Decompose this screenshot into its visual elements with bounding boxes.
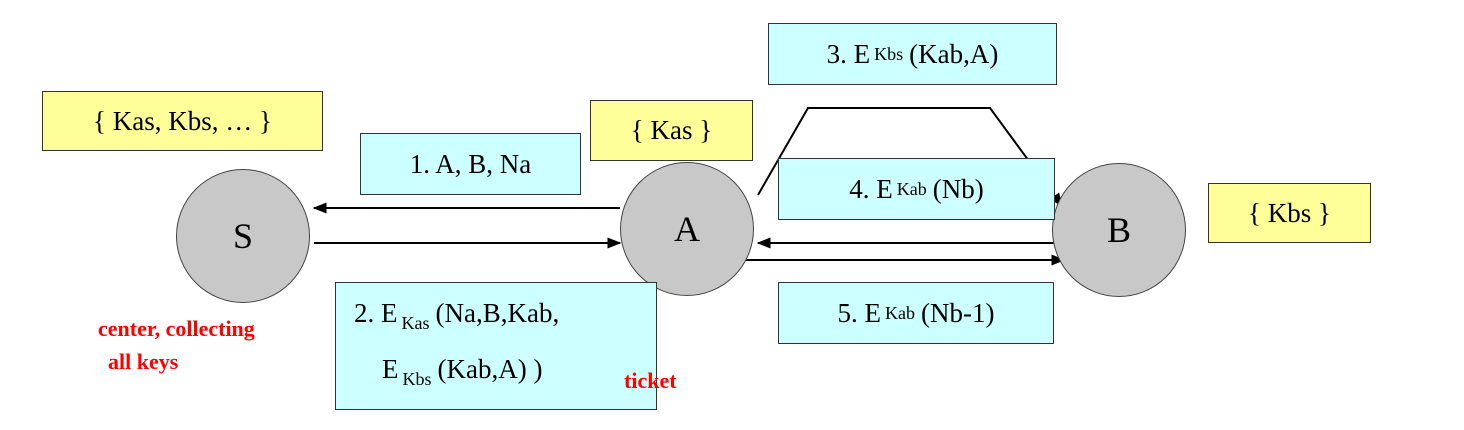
message-5-prefix: 5. E [837,297,882,328]
message-3-key: Kbs [874,43,904,64]
message-2-line-1-key: Kas [401,313,430,333]
arrow-a-to-b-ticket [757,107,1063,208]
message-2-line-2-key: Kbs [402,369,432,389]
message-2-line-1-prefix: 2. E [354,298,398,328]
server-keyset-label: { Kas, Kbs, … } [93,105,272,136]
message-5-body: (Nb-1) [921,297,995,328]
message-4-key: Kab [896,178,927,199]
bob-keyset-label: { Kbs } [1248,197,1331,228]
message-5-key: Kab [885,302,915,323]
message-2-line-2-body: (Kab,A) ) [437,354,543,384]
center-annotation-line-1: center, collecting [98,316,255,341]
node-a-label: A [674,209,700,249]
message-1: 1. A, B, Na [360,133,581,195]
node-s: S [176,169,310,303]
alice-keyset-label: { Kas } [630,115,713,145]
message-4-prefix: 4. E [849,173,893,204]
message-2-line-2-prefix: E [382,354,399,384]
message-2-line-1-body: (Na,B,Kab, [435,298,560,328]
message-3-prefix: 3. E [826,38,871,69]
server-keyset: { Kas, Kbs, … } [42,91,323,151]
message-1-text: 1. A, B, Na [409,148,532,179]
node-b: B [1052,163,1186,297]
message-4-body: (Nb) [932,173,984,204]
node-a: A [620,162,754,296]
bob-keyset: { Kbs } [1208,183,1371,243]
alice-keyset: { Kas } [590,100,753,161]
message-3-body: (Kab,A) [909,38,999,69]
center-annotation-line-2: all keys [108,349,179,374]
node-s-label: S [232,216,254,256]
node-b-label: B [1106,210,1131,250]
ticket-annotation: ticket [624,368,677,393]
center-annotation: center, collecting all keys [98,312,255,378]
